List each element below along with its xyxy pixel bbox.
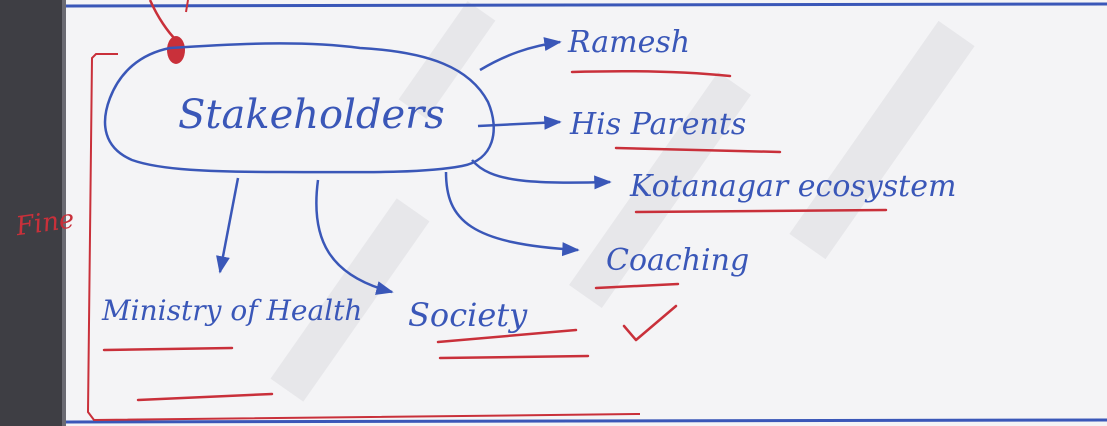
arrow-to-parents — [477, 115, 562, 130]
stakeholders-cloud — [103, 42, 495, 174]
node-ministry-text: Ministry of Health — [101, 294, 362, 327]
watermark — [270, 1, 975, 402]
arrow-to-ministry — [216, 177, 240, 274]
check-mark — [622, 304, 678, 342]
node-kotanagar: Kotanagar ecosystem — [629, 169, 956, 204]
node-ramesh: Ramesh — [567, 25, 690, 60]
red-underlines — [102, 69, 888, 402]
bottom-rule-line — [65, 418, 1107, 424]
node-parents: His Parents — [569, 107, 746, 142]
arrow-to-ramesh — [479, 37, 562, 72]
arrow-to-society — [315, 179, 394, 295]
center-label: Stakeholders — [178, 92, 445, 138]
arrow-to-kotanagar — [471, 159, 612, 190]
left-binding-edge — [0, 0, 62, 426]
node-society: Society — [408, 296, 528, 334]
arrow-to-coaching — [444, 171, 580, 257]
top-rule-line — [65, 2, 1107, 8]
node-ministry: Ministry of Health — [101, 294, 362, 327]
node-coaching: Coaching — [606, 243, 749, 278]
ink-blot — [167, 36, 185, 64]
margin-bracket — [86, 53, 641, 422]
